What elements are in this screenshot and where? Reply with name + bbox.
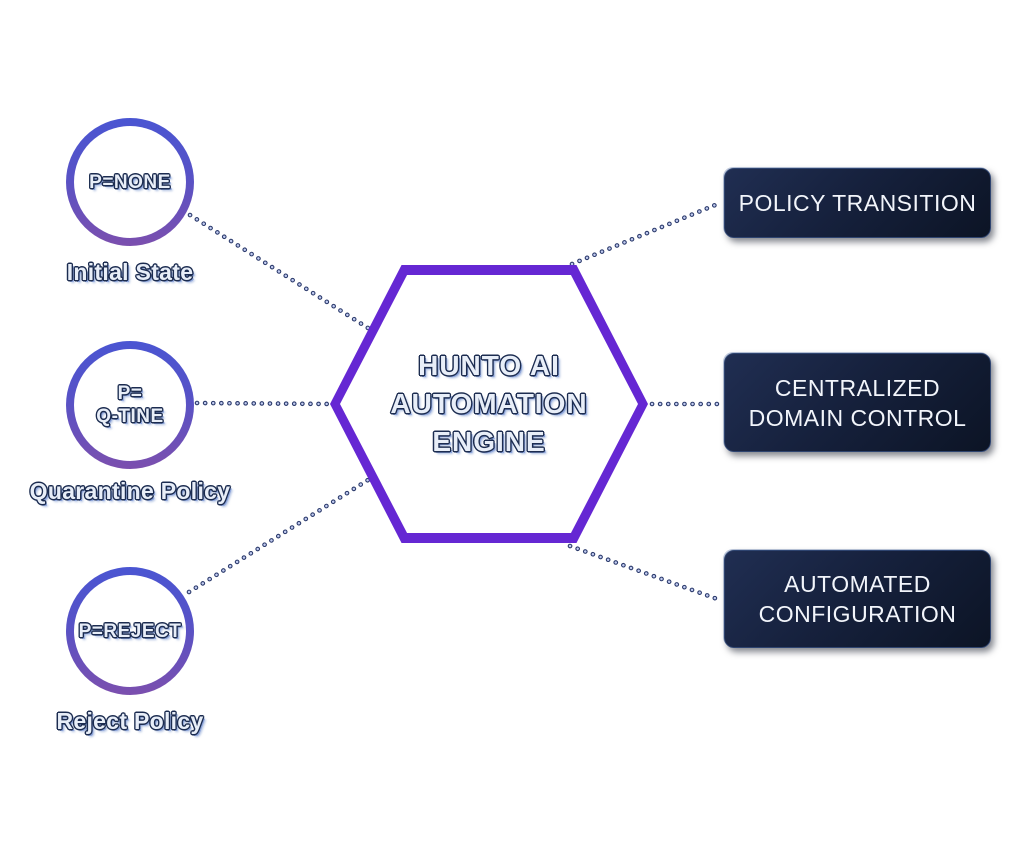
connector-reject-to-engine (186, 477, 371, 595)
node-circle-p-none: P=NONE (66, 118, 194, 246)
connector-quarantine-to-engine (194, 400, 336, 407)
engine-title-line1: HUNTO AI (418, 350, 560, 381)
p-quarantine-text-line2: Q-TINE (96, 406, 164, 427)
node-box-centralized-domain-control: CENTRALIZED DOMAIN CONTROL (724, 353, 991, 452)
node-circle-p-quarantine: P= Q-TINE (66, 341, 194, 469)
connector-initial-state-to-engine (187, 212, 371, 331)
node-circle-p-quarantine-face: P= Q-TINE (74, 349, 186, 461)
node-hexagon-engine: HUNTO AI AUTOMATION ENGINE (330, 265, 648, 543)
node-hexagon-engine-face: HUNTO AI AUTOMATION ENGINE (340, 275, 638, 533)
domain-control-text-line2: DOMAIN CONTROL (748, 404, 967, 431)
connector-engine-to-policy-transition (569, 200, 723, 267)
node-circle-p-reject-face: P=REJECT (74, 575, 186, 687)
connector-engine-to-automated-configuration (567, 543, 723, 603)
policy-transition-text: POLICY TRANSITION (738, 190, 977, 216)
automated-configuration-text-line2: CONFIGURATION (758, 601, 957, 627)
engine-title-line3: ENGINE (432, 426, 546, 457)
label-quarantine-policy: Quarantine Policy (29, 478, 231, 504)
p-none-text: P=NONE (89, 171, 171, 193)
domain-control-text-line1: CENTRALIZED (774, 374, 941, 401)
engine-title-line2: AUTOMATION (390, 388, 588, 419)
node-circle-p-reject: P=REJECT (66, 567, 194, 695)
label-initial-state: Initial State (66, 259, 194, 285)
automated-configuration-text-line1: AUTOMATED (784, 571, 931, 597)
node-box-automated-configuration: AUTOMATED CONFIGURATION (724, 550, 991, 648)
node-circle-p-none-face: P=NONE (74, 126, 186, 238)
p-quarantine-text-line1: P= (117, 383, 143, 404)
p-reject-text: P=REJECT (78, 620, 182, 642)
label-reject-policy: Reject Policy (56, 708, 204, 734)
node-box-policy-transition: POLICY TRANSITION (724, 168, 991, 238)
